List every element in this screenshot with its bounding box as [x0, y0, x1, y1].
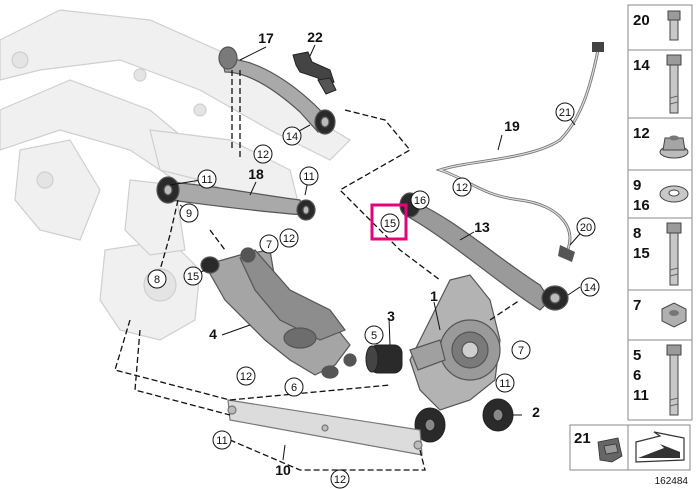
arrow-icon: [635, 431, 685, 463]
short-bolt-icon: [667, 10, 681, 41]
callout-11-1: 11: [197, 169, 217, 189]
svg-text:11: 11: [201, 174, 212, 186]
svg-text:14: 14: [286, 131, 298, 143]
svg-text:21: 21: [559, 107, 571, 119]
legend-row-14: 14: [633, 54, 682, 114]
svg-text:7: 7: [266, 239, 272, 251]
callout-12-5: 12: [330, 469, 350, 489]
clip-icon: [597, 437, 623, 463]
callout-3: 3: [387, 308, 395, 324]
svg-text:9: 9: [186, 208, 192, 220]
svg-text:15: 15: [187, 271, 199, 283]
callout-21-1: 21: [555, 102, 575, 122]
sensor-cable-19: [435, 42, 604, 262]
callout-14-1: 14: [282, 126, 302, 146]
callout-2: 2: [532, 404, 540, 420]
callout-6-1: 6: [284, 377, 304, 397]
bottom-legend-number: 21: [574, 430, 591, 447]
callout-18: 18: [248, 166, 264, 182]
wheel-carrier-1: [409, 274, 501, 411]
callout-10: 10: [275, 462, 291, 478]
legend-number-8: 8: [633, 225, 641, 242]
legend-row-12: 12: [633, 125, 689, 159]
callout-7-2: 7: [511, 340, 531, 360]
legend-number-6: 6: [633, 367, 641, 384]
callout-7-1: 7: [259, 234, 279, 254]
legend-number-9: 9: [633, 177, 641, 194]
legend-row-7: 7: [633, 297, 687, 328]
callout-15-2: 15: [380, 213, 400, 233]
legend-number-5: 5: [633, 347, 641, 364]
svg-text:11: 11: [303, 171, 314, 183]
callout-16-1: 16: [410, 190, 430, 210]
legend-number-16: 16: [633, 197, 650, 214]
svg-text:5: 5: [371, 330, 377, 342]
callout-15-1: 15: [183, 266, 203, 286]
flange-nut-icon: [659, 135, 689, 159]
svg-text:12: 12: [334, 474, 346, 486]
control-arm-18: [156, 176, 316, 221]
callout-1: 1: [430, 288, 438, 304]
callout-11-2: 11: [299, 166, 319, 186]
callout-9-1: 9: [179, 203, 199, 223]
callout-11-4: 11: [212, 430, 232, 450]
svg-text:7: 7: [518, 345, 524, 357]
hex-nut-icon: [661, 302, 687, 328]
callout-13: 13: [474, 219, 490, 235]
svg-text:14: 14: [584, 282, 596, 294]
long-bolt-icon: [666, 222, 682, 286]
callout-4: 4: [209, 326, 217, 342]
callout-20-1: 20: [576, 217, 596, 237]
callout-12-1: 12: [253, 144, 273, 164]
svg-text:11: 11: [216, 435, 227, 447]
legend-number-15: 15: [633, 245, 650, 262]
bushes-2: [414, 398, 514, 443]
legend-number-14: 14: [633, 57, 650, 74]
legend-row-8-15: 815: [633, 222, 682, 286]
wishbone-4: [200, 247, 357, 379]
callout-22: 22: [307, 29, 323, 45]
callout-12-4: 12: [236, 366, 256, 386]
strut-10: [227, 399, 423, 456]
svg-text:8: 8: [154, 274, 160, 286]
legend-number-20: 20: [633, 12, 650, 29]
legend-number-7: 7: [633, 297, 641, 314]
callout-5-1: 5: [364, 325, 384, 345]
svg-text:20: 20: [580, 222, 592, 234]
long-bolt-icon: [666, 344, 682, 416]
svg-text:6: 6: [291, 382, 297, 394]
bush-3: [365, 344, 403, 374]
legend-row-9-16: 916: [633, 177, 689, 214]
svg-text:11: 11: [499, 378, 510, 390]
callout-14-2: 14: [580, 277, 600, 297]
svg-text:15: 15: [384, 218, 396, 230]
document-number: 162484: [655, 476, 689, 487]
svg-text:12: 12: [257, 149, 269, 161]
callout-12-2: 12: [279, 228, 299, 248]
legend-number-12: 12: [633, 125, 650, 142]
highlight-box: [370, 203, 408, 241]
callout-19: 19: [504, 118, 520, 134]
bracket-22: [292, 51, 337, 95]
upper-control-arm-17: [218, 46, 336, 135]
legend-row-20: 20: [633, 10, 681, 41]
callout-11-3: 11: [495, 373, 515, 393]
callout-8-1: 8: [147, 269, 167, 289]
callout-12-3: 12: [452, 177, 472, 197]
svg-text:12: 12: [456, 182, 468, 194]
long-bolt-icon: [666, 54, 682, 114]
bottom-legend: 21: [569, 424, 691, 471]
callout-17: 17: [258, 30, 274, 46]
legend-row-5-6-11: 5 6 11: [633, 344, 682, 416]
legend-number-11: 11: [633, 387, 649, 404]
washer-icon: [659, 185, 689, 203]
svg-text:12: 12: [283, 233, 295, 245]
svg-text:12: 12: [240, 371, 252, 383]
assembly-lines: [114, 70, 521, 471]
svg-text:16: 16: [414, 195, 426, 207]
